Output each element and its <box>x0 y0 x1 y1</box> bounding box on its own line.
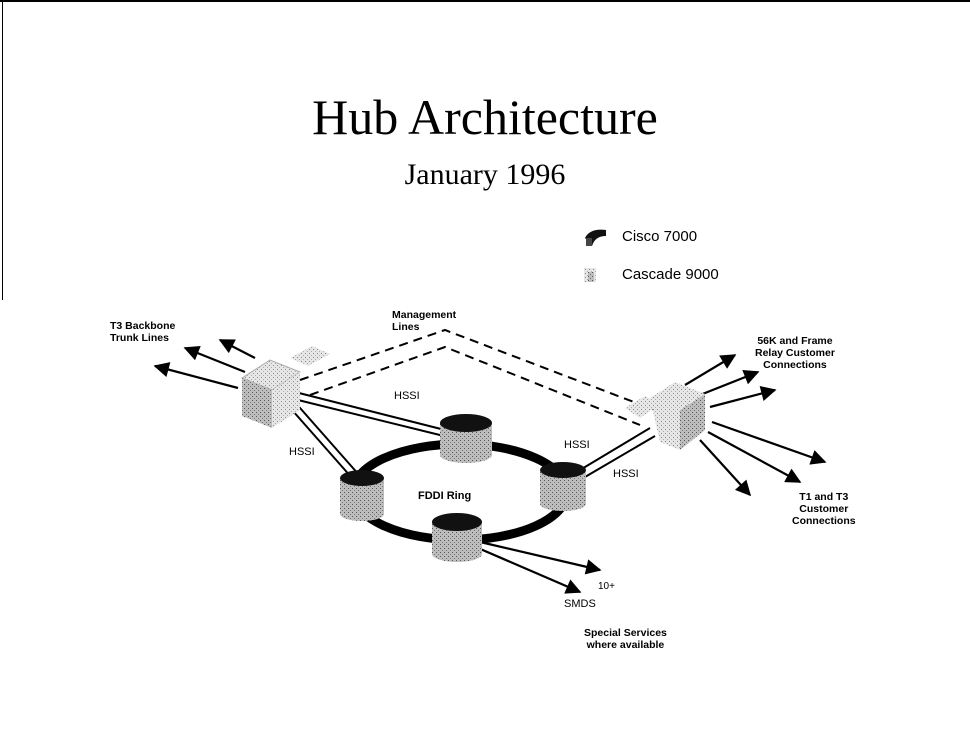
hssi-label-right: HSSI <box>564 439 590 451</box>
switch-icon <box>584 268 596 282</box>
backbone-arrows <box>153 339 256 390</box>
management-lines <box>299 328 661 426</box>
router-icon <box>585 229 606 246</box>
special-arrows <box>477 540 602 594</box>
ten-label: 10+ <box>598 581 615 592</box>
relay-arrows <box>684 354 777 409</box>
cisco-router-right <box>540 462 586 511</box>
cascade-switch-left <box>240 346 330 428</box>
cascade-switch-right <box>625 382 705 450</box>
cisco-router-bottom <box>432 513 482 562</box>
hssi-links <box>284 391 656 479</box>
cisco-router-left <box>340 470 384 521</box>
t1t3-arrows <box>699 420 827 497</box>
hssi-label-right-lower: HSSI <box>613 468 639 480</box>
smds-label: SMDS <box>564 598 596 610</box>
legend-label-cisco: Cisco 7000 <box>622 228 698 245</box>
legend-label-cascade: Cascade 9000 <box>622 266 719 283</box>
hssi-label-top: HSSI <box>394 390 420 402</box>
hssi-label-left: HSSI <box>289 446 315 458</box>
left-border-line <box>2 0 3 300</box>
cisco-router-top <box>440 414 492 463</box>
page-subtitle: January 1996 <box>404 158 566 191</box>
page-title: Hub Architecture <box>312 89 658 145</box>
fddi-ring-label: FDDI Ring <box>418 490 472 502</box>
top-border-line <box>0 0 970 2</box>
